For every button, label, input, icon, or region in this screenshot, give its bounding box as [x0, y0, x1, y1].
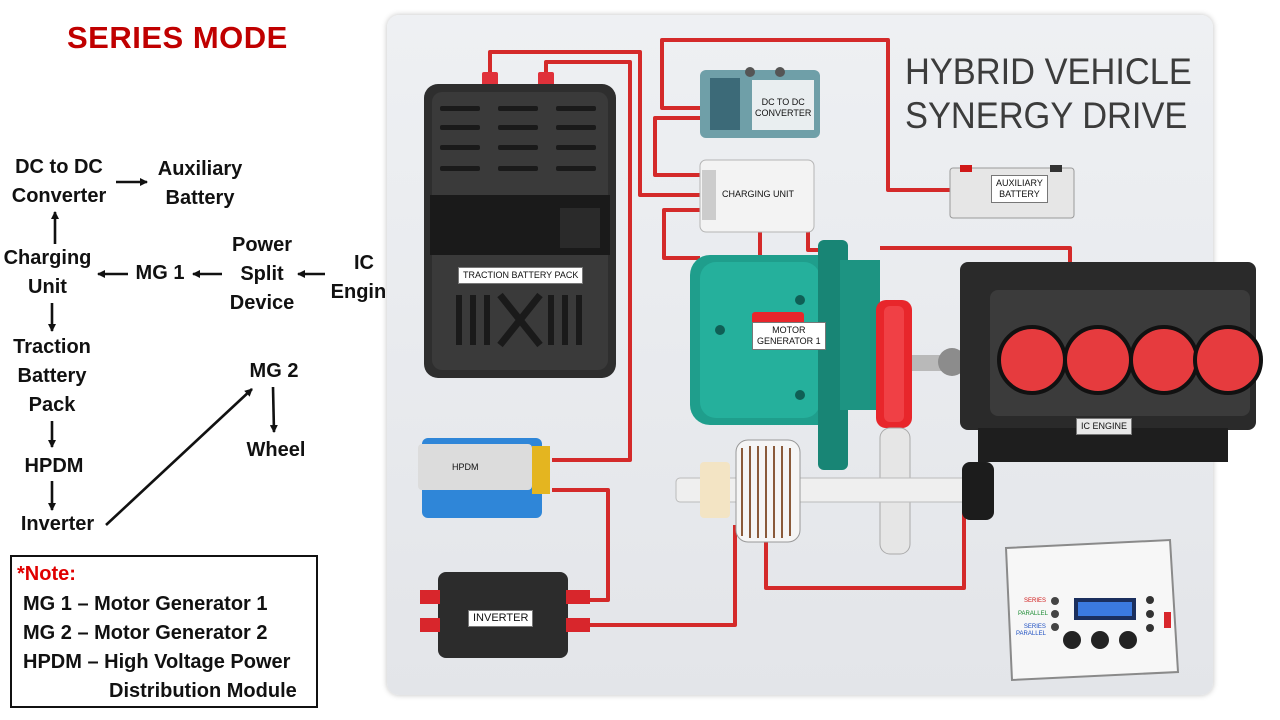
note-heading: *Note:: [17, 563, 76, 585]
node-mg1: MG 1: [135, 262, 185, 284]
node-dc-to-dc: DC to DC Converter: [11, 156, 107, 207]
node-hpdm: HPDM: [24, 455, 84, 477]
node-mg2: MG 2: [249, 360, 299, 382]
node-ic-engine: IC Engine: [330, 252, 398, 303]
node-inverter: Inverter: [20, 513, 95, 535]
label-dc-dc: DC TO DC CONVERTER: [755, 97, 812, 118]
note-line-mg2: MG 2 – Motor Generator 2: [23, 622, 268, 644]
label-traction-battery: TRACTION BATTERY PACK: [458, 267, 584, 284]
motor-generator-model: [690, 240, 880, 470]
arrow-inverter-to-mg2: [105, 388, 253, 526]
label-inverter: INVERTER: [468, 610, 534, 627]
mg2-shaft-model: [675, 439, 994, 543]
note-line-hpdm-cont: Distribution Module: [109, 680, 297, 702]
label-hpdm: HPDM: [452, 462, 479, 472]
panel-label-parallel: PARALLEL: [1018, 611, 1048, 617]
arrow-mg2-to-wheel: [269, 386, 278, 433]
note-line-mg1: MG 1 – Motor Generator 1: [23, 593, 268, 615]
node-charging-unit: Charging Unit: [3, 247, 92, 298]
control-panel-model: [1004, 538, 1180, 682]
flow-arrows: [48, 178, 325, 526]
panel-label-series: SERIES: [1024, 598, 1047, 604]
gear-assembly-model: [876, 300, 972, 555]
charging-unit-model: [699, 159, 815, 233]
label-ic-engine: IC ENGINE: [1076, 418, 1133, 435]
dc-dc-converter-model: [700, 67, 820, 138]
hpdm-model: [418, 438, 550, 518]
note-box: *Note: MG 1 – Motor Generator 1 MG 2 – M…: [10, 555, 318, 708]
label-motor-generator: MOTOR GENERATOR 1: [752, 322, 826, 350]
panel-label-series-parallel: SERIES PARALLEL: [1016, 624, 1046, 637]
board-title: HYBRID VEHICLE SYNERGY DRIVE: [905, 51, 1192, 136]
page-title: SERIES MODE: [67, 20, 288, 55]
label-charging: CHARGING UNIT: [722, 189, 794, 199]
traction-battery-model: [424, 72, 616, 378]
label-aux-battery: AUXILIARY BATTERY: [991, 175, 1048, 203]
node-wheel: Wheel: [246, 439, 306, 461]
node-power-split: Power Split Device: [229, 234, 295, 314]
node-traction-battery: Traction Battery Pack: [13, 336, 91, 416]
note-line-hpdm: HPDM – High Voltage Power: [23, 651, 291, 673]
node-auxiliary-battery: Auxiliary Battery: [157, 158, 243, 209]
